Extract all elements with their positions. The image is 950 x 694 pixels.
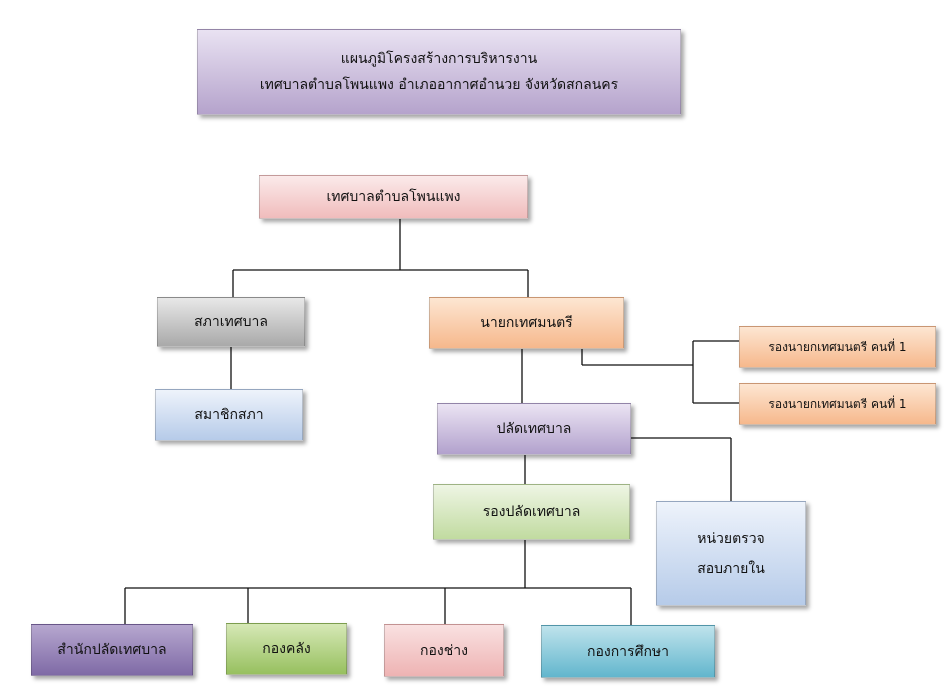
node-finance-division: กองคลัง bbox=[226, 623, 347, 675]
title-line-2: เทศบาลตำบลโพนแพง อำเภออากาศอำนวย จังหวัด… bbox=[259, 77, 619, 93]
node-council: สภาเทศบาล bbox=[157, 297, 305, 347]
node-internal-audit: หน่วยตรวจ สอบภายใน bbox=[656, 501, 806, 606]
node-education-division: กองการศึกษา bbox=[541, 625, 715, 678]
node-deputy-mayor-1: รองนายกเทศมนตรี คนที่ 1 bbox=[739, 326, 936, 368]
node-council-member: สมาชิกสภา bbox=[155, 389, 303, 441]
node-office-of-clerk: สำนักปลัดเทศบาล bbox=[31, 624, 193, 676]
node-deputy-mayor-2: รองนายกเทศมนตรี คนที่ 1 bbox=[739, 383, 936, 425]
node-municipality: เทศบาลตำบลโพนแพง bbox=[259, 175, 528, 219]
node-mayor: นายกเทศมนตรี bbox=[429, 297, 624, 349]
chart-title-box: แผนภูมิโครงสร้างการบริหารงาน เทศบาลตำบลโ… bbox=[197, 29, 681, 115]
audit-label-line-2: สอบภายใน bbox=[697, 560, 765, 577]
title-line-1: แผนภูมิโครงสร้างการบริหารงาน bbox=[340, 51, 538, 67]
audit-label-line-1: หน่วยตรวจ bbox=[697, 530, 765, 547]
node-municipal-clerk: ปลัดเทศบาล bbox=[437, 403, 631, 455]
node-deputy-clerk: รองปลัดเทศบาล bbox=[433, 484, 630, 540]
node-public-works-division: กองช่าง bbox=[384, 624, 504, 677]
